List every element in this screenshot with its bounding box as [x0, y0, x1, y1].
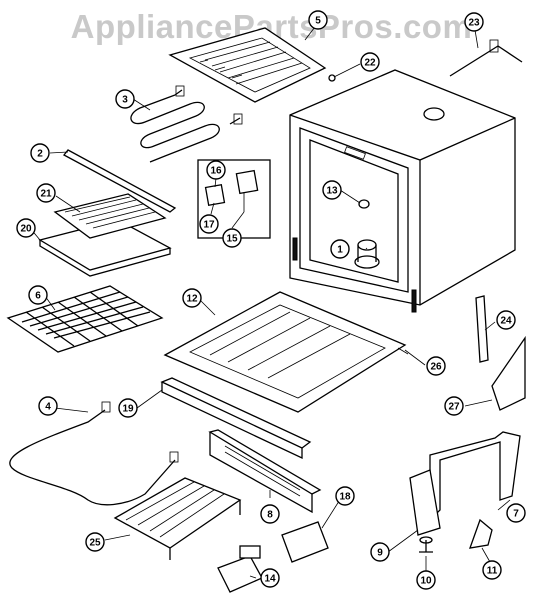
callout-circle — [206, 160, 226, 180]
callout-7: 7 — [506, 503, 526, 523]
callout-circle — [28, 285, 48, 305]
callout-19: 19 — [118, 398, 138, 418]
callout-15: 15 — [222, 228, 242, 248]
callout-number: 17 — [203, 220, 215, 231]
callout-circle — [199, 214, 219, 234]
broiler-pan — [38, 193, 172, 277]
callout-23: 23 — [464, 12, 484, 32]
leader-lines — [29, 22, 511, 579]
callout-number: 23 — [468, 18, 480, 29]
callout-number: 8 — [267, 510, 273, 521]
callout-number: 10 — [420, 576, 432, 587]
oven-bottom — [163, 291, 407, 413]
callout-3: 3 — [115, 89, 135, 109]
callout-circle — [260, 568, 280, 588]
callout-26: 26 — [426, 356, 446, 376]
callout-4: 4 — [38, 396, 58, 416]
callout-number: 16 — [210, 166, 222, 177]
callout-circle — [330, 239, 350, 259]
callout-25: 25 — [85, 532, 105, 552]
callout-6: 6 — [28, 285, 48, 305]
callout-24: 24 — [496, 310, 516, 330]
callout-17: 17 — [199, 214, 219, 234]
callout-circle — [118, 398, 138, 418]
callout-circle — [322, 180, 342, 200]
callout-number: 18 — [339, 492, 351, 503]
callout-9: 9 — [370, 542, 390, 562]
callout-number: 15 — [226, 234, 238, 245]
callout-number: 13 — [326, 186, 338, 197]
heat-shield — [168, 27, 327, 103]
vent-panel — [208, 429, 322, 514]
oven-rack — [6, 285, 164, 353]
callout-number: 19 — [122, 404, 134, 415]
callout-1: 1 — [330, 239, 350, 259]
callout-circle — [38, 396, 58, 416]
callout-number: 9 — [377, 548, 383, 559]
callout-2: 2 — [30, 143, 50, 163]
callout-circle — [85, 532, 105, 552]
callout-number: 26 — [430, 362, 442, 373]
callout-number: 22 — [364, 58, 376, 69]
callout-13: 13 — [322, 180, 342, 200]
callout-circle — [115, 89, 135, 109]
callout-circle — [416, 570, 436, 590]
callout-number: 1 — [337, 245, 343, 256]
callout-12: 12 — [182, 288, 202, 308]
broil-element — [130, 85, 243, 163]
bake-element — [9, 401, 179, 506]
callout-circle — [308, 10, 328, 30]
element-bracket — [63, 149, 177, 213]
callout-number: 7 — [513, 509, 519, 520]
callout-number: 27 — [448, 402, 460, 413]
callout-14: 14 — [260, 568, 280, 588]
callout-8: 8 — [260, 504, 280, 524]
callout-number: 3 — [122, 95, 128, 106]
callout-18: 18 — [335, 486, 355, 506]
callout-number: 2 — [37, 149, 43, 160]
callout-circle — [426, 356, 446, 376]
callout-number: 6 — [35, 291, 41, 302]
callout-circle — [370, 542, 390, 562]
small-parts — [197, 39, 526, 593]
callout-21: 21 — [36, 183, 56, 203]
callout-circle — [464, 12, 484, 32]
callout-number: 5 — [315, 16, 321, 27]
callout-number: 11 — [487, 566, 498, 577]
front-frame — [160, 377, 312, 460]
callout-10: 10 — [416, 570, 436, 590]
callout-circle — [482, 560, 502, 580]
callout-circle — [335, 486, 355, 506]
callout-circle — [506, 503, 526, 523]
callout-5: 5 — [308, 10, 328, 30]
callout-number: 24 — [500, 316, 512, 327]
callout-number: 25 — [89, 538, 101, 549]
callout-number: 20 — [20, 224, 32, 235]
callout-number: 12 — [186, 294, 198, 305]
callout-number: 14 — [264, 574, 276, 585]
callouts: 1234567891011121314151617181920212223242… — [16, 10, 526, 590]
callout-circle — [182, 288, 202, 308]
callout-16: 16 — [206, 160, 226, 180]
callout-circle — [360, 52, 380, 72]
callout-number: 21 — [40, 189, 52, 200]
callout-20: 20 — [16, 218, 36, 238]
callout-circle — [36, 183, 56, 203]
callout-circle — [222, 228, 242, 248]
callout-circle — [16, 218, 36, 238]
broil-rack — [113, 477, 242, 560]
callout-11: 11 — [482, 560, 502, 580]
callout-number: 4 — [45, 402, 51, 413]
callout-circle — [260, 504, 280, 524]
callout-27: 27 — [444, 396, 464, 416]
callout-circle — [496, 310, 516, 330]
callout-circle — [444, 396, 464, 416]
callout-22: 22 — [360, 52, 380, 72]
callout-circle — [30, 143, 50, 163]
